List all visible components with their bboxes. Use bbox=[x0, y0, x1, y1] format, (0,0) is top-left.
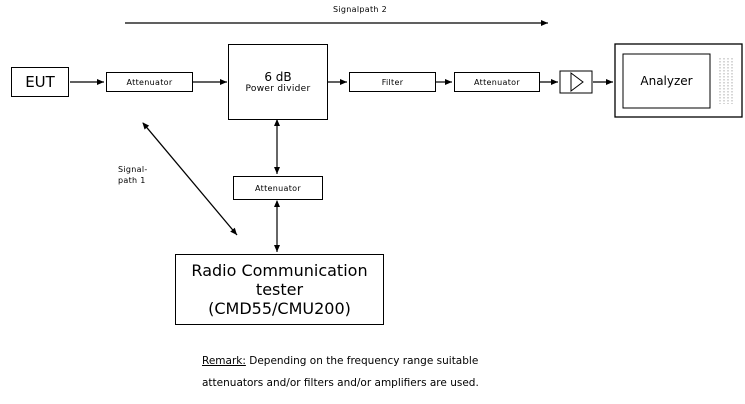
analyzer-label: Analyzer bbox=[640, 74, 693, 88]
attenuator-output-label: Attenuator bbox=[474, 77, 520, 87]
signalpath1-label-line1: Signal- bbox=[118, 165, 148, 174]
attenuator-input-box: Attenuator bbox=[106, 72, 193, 92]
remark-label: Remark: bbox=[202, 355, 246, 367]
signalpath1-label: Signal- path 1 bbox=[118, 164, 148, 186]
attenuator-tester-box: Attenuator bbox=[233, 176, 323, 200]
amplifier-triangle-icon bbox=[570, 72, 584, 92]
power-divider-label: Power divider bbox=[245, 84, 311, 94]
attenuator-tester-label: Attenuator bbox=[255, 183, 301, 193]
remark-text-line1: Depending on the frequency range suitabl… bbox=[245, 355, 479, 367]
signalpath1-label-line2: path 1 bbox=[118, 176, 146, 185]
remark-line1: Remark: Depending on the frequency range… bbox=[202, 350, 479, 372]
amplifier-box bbox=[559, 70, 593, 94]
signalpath2-label: Signalpath 2 bbox=[333, 5, 387, 14]
radio-tester-line1: Radio Communication bbox=[191, 261, 368, 280]
eut-box: EUT bbox=[11, 67, 69, 97]
radio-tester-line3: (CMD55/CMU200) bbox=[208, 299, 351, 318]
attenuator-output-box: Attenuator bbox=[454, 72, 540, 92]
radio-tester-line2: tester bbox=[255, 280, 304, 299]
remark-text-line2: attenuators and/or filters and/or amplif… bbox=[202, 377, 479, 389]
radio-tester-box: Radio Communication tester (CMD55/CMU200… bbox=[175, 254, 384, 325]
analyzer-label-area: Analyzer bbox=[623, 54, 710, 108]
filter-label: Filter bbox=[381, 77, 404, 87]
filter-box: Filter bbox=[349, 72, 436, 92]
signalpath1-arrow bbox=[142, 122, 238, 236]
attenuator-input-label: Attenuator bbox=[126, 77, 173, 87]
analyzer-screen bbox=[622, 53, 711, 109]
remark-block: Remark: Depending on the frequency range… bbox=[202, 350, 479, 394]
power-divider-box: 6 dB Power divider bbox=[228, 44, 328, 120]
eut-label: EUT bbox=[25, 73, 55, 91]
power-divider-db-label: 6 dB bbox=[264, 70, 292, 84]
